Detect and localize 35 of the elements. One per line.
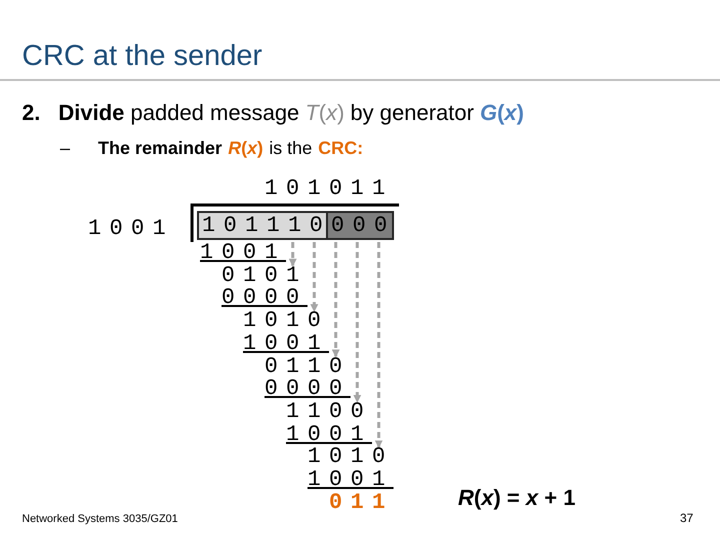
partial-remainder: 1010 — [308, 446, 394, 468]
bullet-text: T(x) — [305, 100, 344, 126]
remainder-digits: 011 — [329, 492, 394, 513]
subtraction-row: 1001 — [308, 469, 394, 490]
dividend-box: 101110 — [197, 211, 329, 240]
dividend-box: 000 — [326, 211, 394, 240]
bullet-text: CRC: — [318, 138, 364, 159]
partial-remainder: 0101 — [222, 264, 308, 286]
subtraction-row: 0000 — [264, 378, 351, 400]
subtraction-row: 1001 — [286, 424, 372, 445]
bullet-text: The remainder — [98, 138, 222, 159]
slide-title: CRC at the sender — [22, 40, 262, 73]
bring-down-arrow — [374, 242, 383, 448]
subtraction-row: 1001 — [243, 332, 330, 354]
footer-text: Networked Systems 3035/GZ01 — [22, 513, 178, 525]
bullet-text: Divide padded message — [58, 100, 300, 126]
bullet-text: is the — [269, 138, 312, 159]
subtraction-row: 0000 — [222, 287, 308, 308]
subtraction-row: 1001 — [200, 242, 286, 263]
page-number: 37 — [680, 511, 694, 525]
bring-down-arrow — [353, 242, 362, 403]
bullet-text: G(x) — [480, 100, 524, 126]
divisor-digits: 1001 — [88, 218, 174, 239]
bullet-text: by generator — [350, 100, 474, 126]
partial-remainder: 0110 — [264, 356, 351, 376]
bring-down-arrow — [310, 242, 318, 312]
bring-down-arrow — [332, 242, 340, 358]
list-number: 2. — [22, 100, 40, 126]
partial-remainder: 1100 — [286, 400, 372, 422]
quotient-digits: 101011 — [264, 178, 394, 199]
partial-remainder: 1010 — [243, 310, 330, 332]
bullet-text: R(x) — [228, 138, 264, 159]
list-dash: – — [60, 138, 70, 159]
bring-down-arrow — [288, 242, 297, 267]
result-formula: R(x) = x + 1 — [458, 485, 576, 511]
